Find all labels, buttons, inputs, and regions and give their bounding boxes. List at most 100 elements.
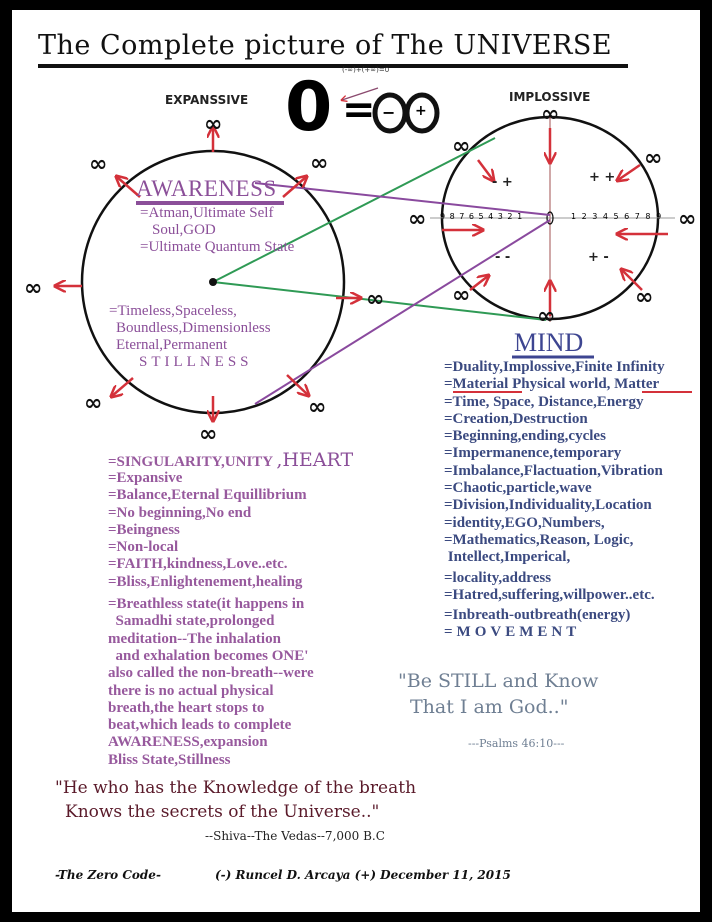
mind-line: =Hatred,suffering,willpower..etc.	[444, 586, 655, 603]
breath-line: there is no actual physical	[108, 682, 274, 699]
plus-sign: +	[415, 103, 427, 119]
page-title: The Complete picture of The UNIVERSE	[38, 30, 613, 61]
heart-list: =Expansive=Balance,Eternal Equillibrium=…	[108, 470, 353, 591]
singularity-line: =SINGULARITY,UNITY	[108, 454, 273, 470]
shiva-quote-line2: Knows the secrets of the Universe.."	[65, 802, 380, 822]
mind-line: =Chaotic,particle,wave	[444, 480, 592, 497]
mind-line: =Duality,Implossive,Finite Infinity	[444, 359, 665, 375]
quadrant-plus-plus: + +	[589, 170, 616, 185]
mind-line: Intellect,Imperical,	[444, 549, 571, 566]
awareness-heading: AWARENESS	[136, 176, 277, 201]
infinity-icon: ∞	[89, 152, 108, 177]
footer-author-date: (-) Runcel D. Arcaya (+) December 11, 20…	[215, 868, 511, 882]
mind-line: =Imbalance,Flactuation,Vibration	[444, 462, 663, 479]
psalm-quote-source: ---Psalms 46:10---	[468, 737, 565, 750]
breath-line: breath,the heart stops to	[108, 699, 265, 716]
implosive-label: IMPLOSSIVE	[509, 90, 591, 104]
zero-origin	[546, 211, 554, 225]
green-line-lower	[212, 281, 547, 321]
heart-section: =SINGULARITY,UNITY ,HEART =Expansive=Bal…	[108, 450, 353, 769]
footer-zero-code: -The Zero Code-	[55, 868, 161, 882]
awareness-line: Soul,GOD	[152, 222, 216, 238]
green-line-upper	[212, 137, 496, 283]
infinity-icon: ∞	[541, 102, 560, 127]
heart-line: =No beginning,No end	[108, 504, 252, 521]
awareness-line: =Ultimate Quantum State	[140, 239, 295, 255]
heart-line: =FAITH,kindness,Love..etc.	[108, 556, 288, 573]
formula-pointer-arrow	[342, 87, 379, 100]
breath-line: beat,which leads to complete	[108, 717, 292, 734]
mind-line: =Material Physical world, Matter	[444, 376, 660, 393]
breath-line: AWARENESS,expansion	[108, 734, 268, 751]
mind-list: =Duality,Implossive,Finite Infinity=Mate…	[444, 359, 665, 642]
infinity-icon: ∞	[199, 422, 218, 447]
infinity-icon: ∞	[84, 391, 103, 416]
quadrant-minus-minus: - -	[495, 250, 511, 265]
breath-line: =Breathless state(it happens in	[108, 596, 305, 613]
awareness-center-dot	[209, 278, 217, 286]
awareness-line: =Atman,Ultimate Self	[140, 205, 274, 221]
number-line-positive: 1 2 3 4 5 6 7 8 9	[571, 212, 663, 221]
breath-list: =Breathless state(it happens in Samadhi …	[108, 596, 353, 769]
awareness-line: Boundless,Dimensionless	[116, 320, 271, 336]
infinity-icon: ∞	[204, 112, 223, 137]
infinity-icon: ∞	[644, 146, 663, 171]
heart-line: =Non-local	[108, 539, 179, 556]
purple-line-lower	[254, 219, 551, 405]
psalm-quote-line2: That I am God.."	[410, 696, 569, 718]
mind-line: =Creation,Destruction	[444, 410, 588, 427]
infinity-icon: ∞	[308, 395, 327, 420]
heart-heading: ,HEART	[276, 449, 354, 471]
breath-line: Bliss State,Stillness	[108, 751, 231, 768]
heart-line: =Balance,Eternal Equillibrium	[108, 487, 307, 504]
infinity-icon: ∞	[452, 283, 471, 308]
mind-line: =Division,Individuality,Location	[444, 497, 652, 514]
expansive-label: EXPANSSIVE	[165, 93, 249, 107]
breath-line: Samadhi state,prolonged	[108, 613, 275, 630]
awareness-lines: =Atman,Ultimate Self Soul,GOD =Ultimate …	[140, 205, 294, 256]
expansive-arrows	[56, 128, 360, 420]
mind-line: =identity,EGO,Numbers,	[444, 514, 605, 531]
universe-diagram	[38, 64, 692, 912]
psalm-quote-line1: "Be STILL and Know	[398, 670, 599, 692]
poster: The Complete picture of The UNIVERSE 0 =…	[12, 10, 700, 912]
awareness-line: Eternal,Permanent	[116, 337, 228, 353]
mind-heading: MIND	[514, 328, 584, 357]
heart-line: =Beingness	[108, 521, 180, 538]
breath-line: also called the non-breath--were	[108, 665, 314, 682]
minus-sign: −	[382, 103, 396, 122]
number-line-negative: 9 8 7 6 5 4 3 2 1	[440, 212, 524, 221]
infinity-icon: ∞	[678, 207, 697, 232]
breath-line: meditation--The inhalation	[108, 630, 281, 647]
mind-line: =Impermanence,temporary	[444, 445, 622, 462]
mind-line: =Mathematics,Reason, Logic,	[444, 531, 634, 548]
mind-line: =Beginning,ending,cycles	[444, 428, 606, 445]
infinity-icon: ∞	[24, 276, 43, 301]
quadrant-plus-minus: + -	[588, 250, 609, 265]
infinity-icon: ∞	[366, 287, 385, 312]
mind-line: =Inbreath-outbreath(energy)	[444, 607, 631, 624]
mind-line: =locality,address	[444, 569, 552, 586]
stillness-label: STILLNESS	[139, 354, 253, 370]
heart-line: =Bliss,Enlightenement,healing	[108, 573, 303, 590]
formula-text: (-∞)+(+∞)=0	[342, 66, 390, 74]
shiva-quote-source: --Shiva--The Vedas--7,000 B.C	[205, 829, 385, 843]
infinity-icon: ∞	[408, 207, 427, 232]
awareness-qualities: =Timeless,Spaceless, Boundless,Dimension…	[109, 303, 271, 371]
infinity-icon: ∞	[310, 151, 329, 176]
implosive-arrows	[442, 128, 668, 316]
infinity-plus-loop	[404, 92, 440, 134]
heart-line: =Expansive	[108, 470, 183, 486]
awareness-line: =Timeless,Spaceless,	[109, 303, 237, 319]
mind-line: =Time, Space, Distance,Energy	[444, 393, 644, 410]
quadrant-minus-plus: - +	[492, 175, 513, 190]
equals-sign: =	[342, 87, 376, 133]
mind-line: =MOVEMENT	[444, 624, 581, 641]
infinity-icon: ∞	[635, 285, 654, 310]
infinity-icon: ∞	[537, 304, 556, 329]
infinity-icon: ∞	[452, 134, 471, 159]
breath-line: and exhalation becomes ONE'	[108, 647, 309, 664]
shiva-quote-line1: "He who has the Knowledge of the breath	[55, 778, 417, 798]
purple-line-upper	[254, 182, 551, 216]
zero-symbol: 0	[285, 68, 333, 147]
